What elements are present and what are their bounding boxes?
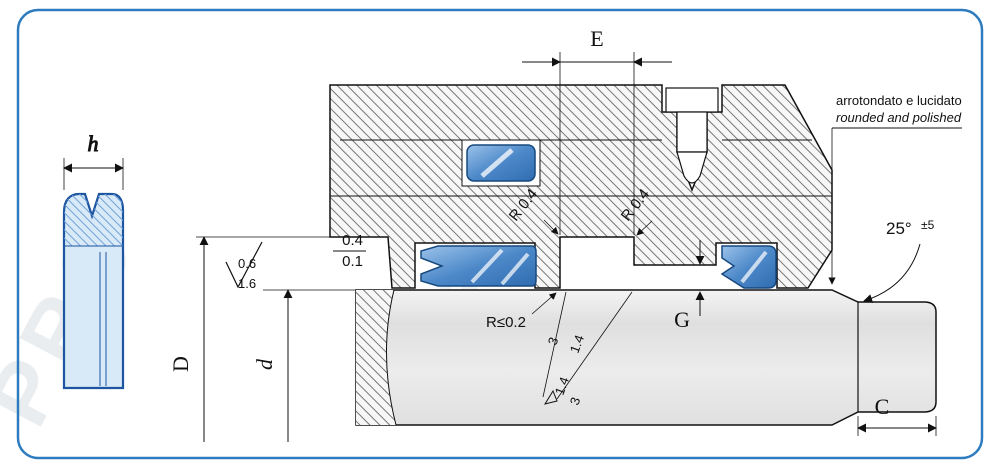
tolerance-upper: 0.4 — [342, 232, 363, 249]
tolerance-lower: 0.1 — [342, 253, 363, 270]
dim-h-label: h — [88, 131, 99, 156]
dim-angle-value: 25° — [886, 219, 912, 238]
dim-E: E — [522, 26, 672, 235]
dimensions: E D d G C 25° — [168, 26, 962, 442]
radius-left-leader — [543, 219, 559, 235]
chamfer-a-label: 3 — [545, 335, 562, 347]
dim-angle-tolerance: ±5 — [921, 218, 935, 232]
dim-d: d — [252, 289, 356, 442]
dim-angle-arc — [863, 243, 921, 303]
installed-seal-highlight-1 — [470, 248, 504, 284]
dim-radius-max: R≤0.2 — [486, 292, 557, 331]
chamfer2-b-label: 3 — [567, 395, 584, 407]
wiper-seal-highlight — [740, 250, 768, 284]
roughness-callout: 0.6 1.6 — [225, 241, 263, 291]
dim-angle: 25° ±5 — [863, 218, 935, 303]
radius-max-label: R≤0.2 — [486, 314, 526, 331]
plug-shaft — [676, 111, 708, 153]
rod — [355, 289, 937, 426]
static-seal-highlight — [480, 148, 514, 178]
dim-E-label: E — [590, 26, 603, 51]
chamfer-line-1 — [542, 291, 567, 398]
rod-outline — [355, 289, 937, 426]
wiper-seal-body — [720, 245, 777, 289]
rod-break-edge — [386, 289, 397, 426]
radius-max-leader — [531, 292, 557, 315]
note-line-english: rounded and polished — [836, 110, 962, 125]
chamfer2-a-label: 1.4 — [552, 375, 572, 397]
plug-tip — [676, 151, 708, 184]
chamfer-callout: 3 1.4 1.4 3 — [542, 291, 633, 407]
housing-outline — [329, 84, 833, 289]
radius-right-leader — [636, 220, 653, 236]
plug-pin — [665, 87, 719, 184]
wiper-seal — [720, 245, 777, 289]
seal-cross-section — [62, 192, 125, 390]
seal-lip-hatch — [64, 194, 123, 246]
rod-break-hatch — [356, 290, 396, 425]
dim-D: D — [168, 236, 330, 442]
static-seal-pocket — [461, 139, 541, 187]
installed-seal — [420, 245, 537, 287]
dim-G-label: G — [674, 307, 690, 332]
dim-G: G — [674, 240, 705, 332]
plug-head — [665, 87, 719, 113]
chamfer-line-2 — [556, 291, 633, 400]
roughness-symbol-icon — [225, 241, 263, 289]
installed-seal-highlight-2 — [500, 252, 530, 286]
note-line-italian: arrotondato e lucidato — [836, 93, 962, 108]
dim-D-label: D — [168, 356, 193, 372]
dim-d-label: d — [252, 358, 277, 370]
dim-h: h — [63, 131, 124, 190]
drawing-frame — [16, 8, 984, 460]
roughness-upper: 0.6 — [238, 256, 256, 271]
note-rounded-polished: arrotondato e lucidato rounded and polis… — [828, 93, 962, 285]
dim-C-label: C — [875, 394, 890, 419]
dim-C: C — [857, 394, 937, 436]
chamfer-triangle-icon — [543, 389, 558, 405]
roughness-lower: 1.6 — [238, 276, 256, 291]
housing-section — [329, 84, 833, 289]
static-seal — [466, 144, 536, 182]
tolerance-stack: 0.4 0.1 — [333, 232, 366, 270]
chamfer-b-label: 1.4 — [567, 333, 587, 355]
